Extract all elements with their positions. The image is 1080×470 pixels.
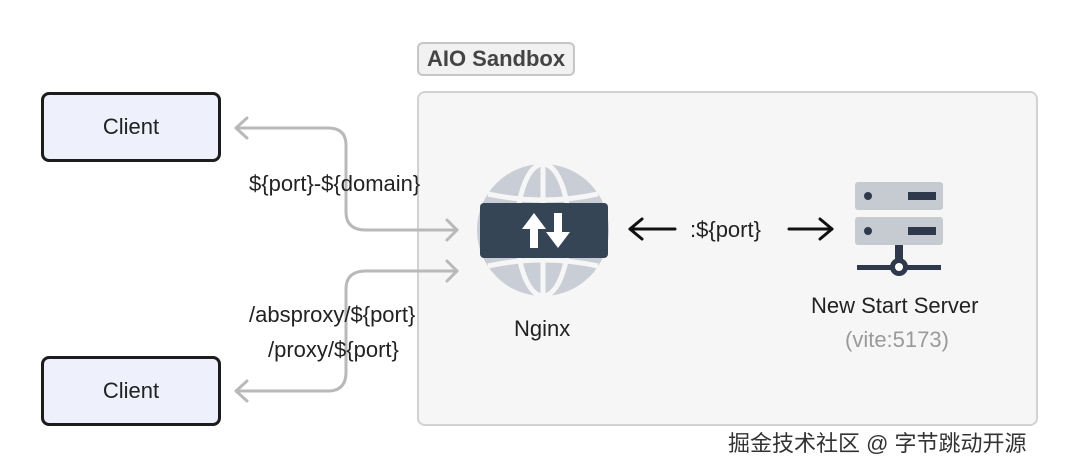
route-subdomain-label: ${port}-${domain} — [249, 171, 421, 196]
client-label-top: Client — [102, 114, 160, 139]
client-box-bottom: Client — [41, 356, 221, 426]
link-arrowhead-right — [818, 217, 834, 241]
link-arrows — [628, 217, 834, 241]
connector-bottom-arrowhead-client — [234, 379, 249, 403]
link-arrowhead-left — [628, 217, 644, 241]
sandbox-title-text: AIO Sandbox — [426, 46, 566, 71]
watermark-text: 掘金技术社区 @ 字节跳动开源 — [728, 431, 1027, 456]
arrow-down-icon — [546, 213, 570, 248]
connector-bottom — [234, 259, 459, 403]
client-box-top: Client — [41, 92, 221, 162]
client-label-bottom: Client — [102, 378, 160, 403]
connector-top-arrowhead-client — [234, 116, 249, 140]
globe-swap-icon — [477, 161, 609, 299]
arrow-up-icon — [522, 213, 546, 248]
server-name-label: New Start Server — [811, 293, 979, 318]
nginx-label: Nginx — [514, 316, 571, 341]
server-icon — [855, 182, 943, 276]
connector-top-arrowhead-nginx — [445, 218, 459, 242]
connector-top — [234, 116, 459, 242]
connector-bottom-arrowhead-nginx — [445, 259, 459, 283]
port-link-label: :${port} — [690, 217, 761, 242]
connector-top-line — [234, 126, 459, 232]
server-detail-label: (vite:5173) — [845, 327, 949, 352]
route-absproxy-label: /absproxy/${port} — [249, 302, 416, 327]
connector-bottom-line — [234, 269, 459, 393]
sandbox-title: AIO Sandbox — [417, 42, 575, 76]
route-proxy-label: /proxy/${port} — [268, 337, 399, 362]
